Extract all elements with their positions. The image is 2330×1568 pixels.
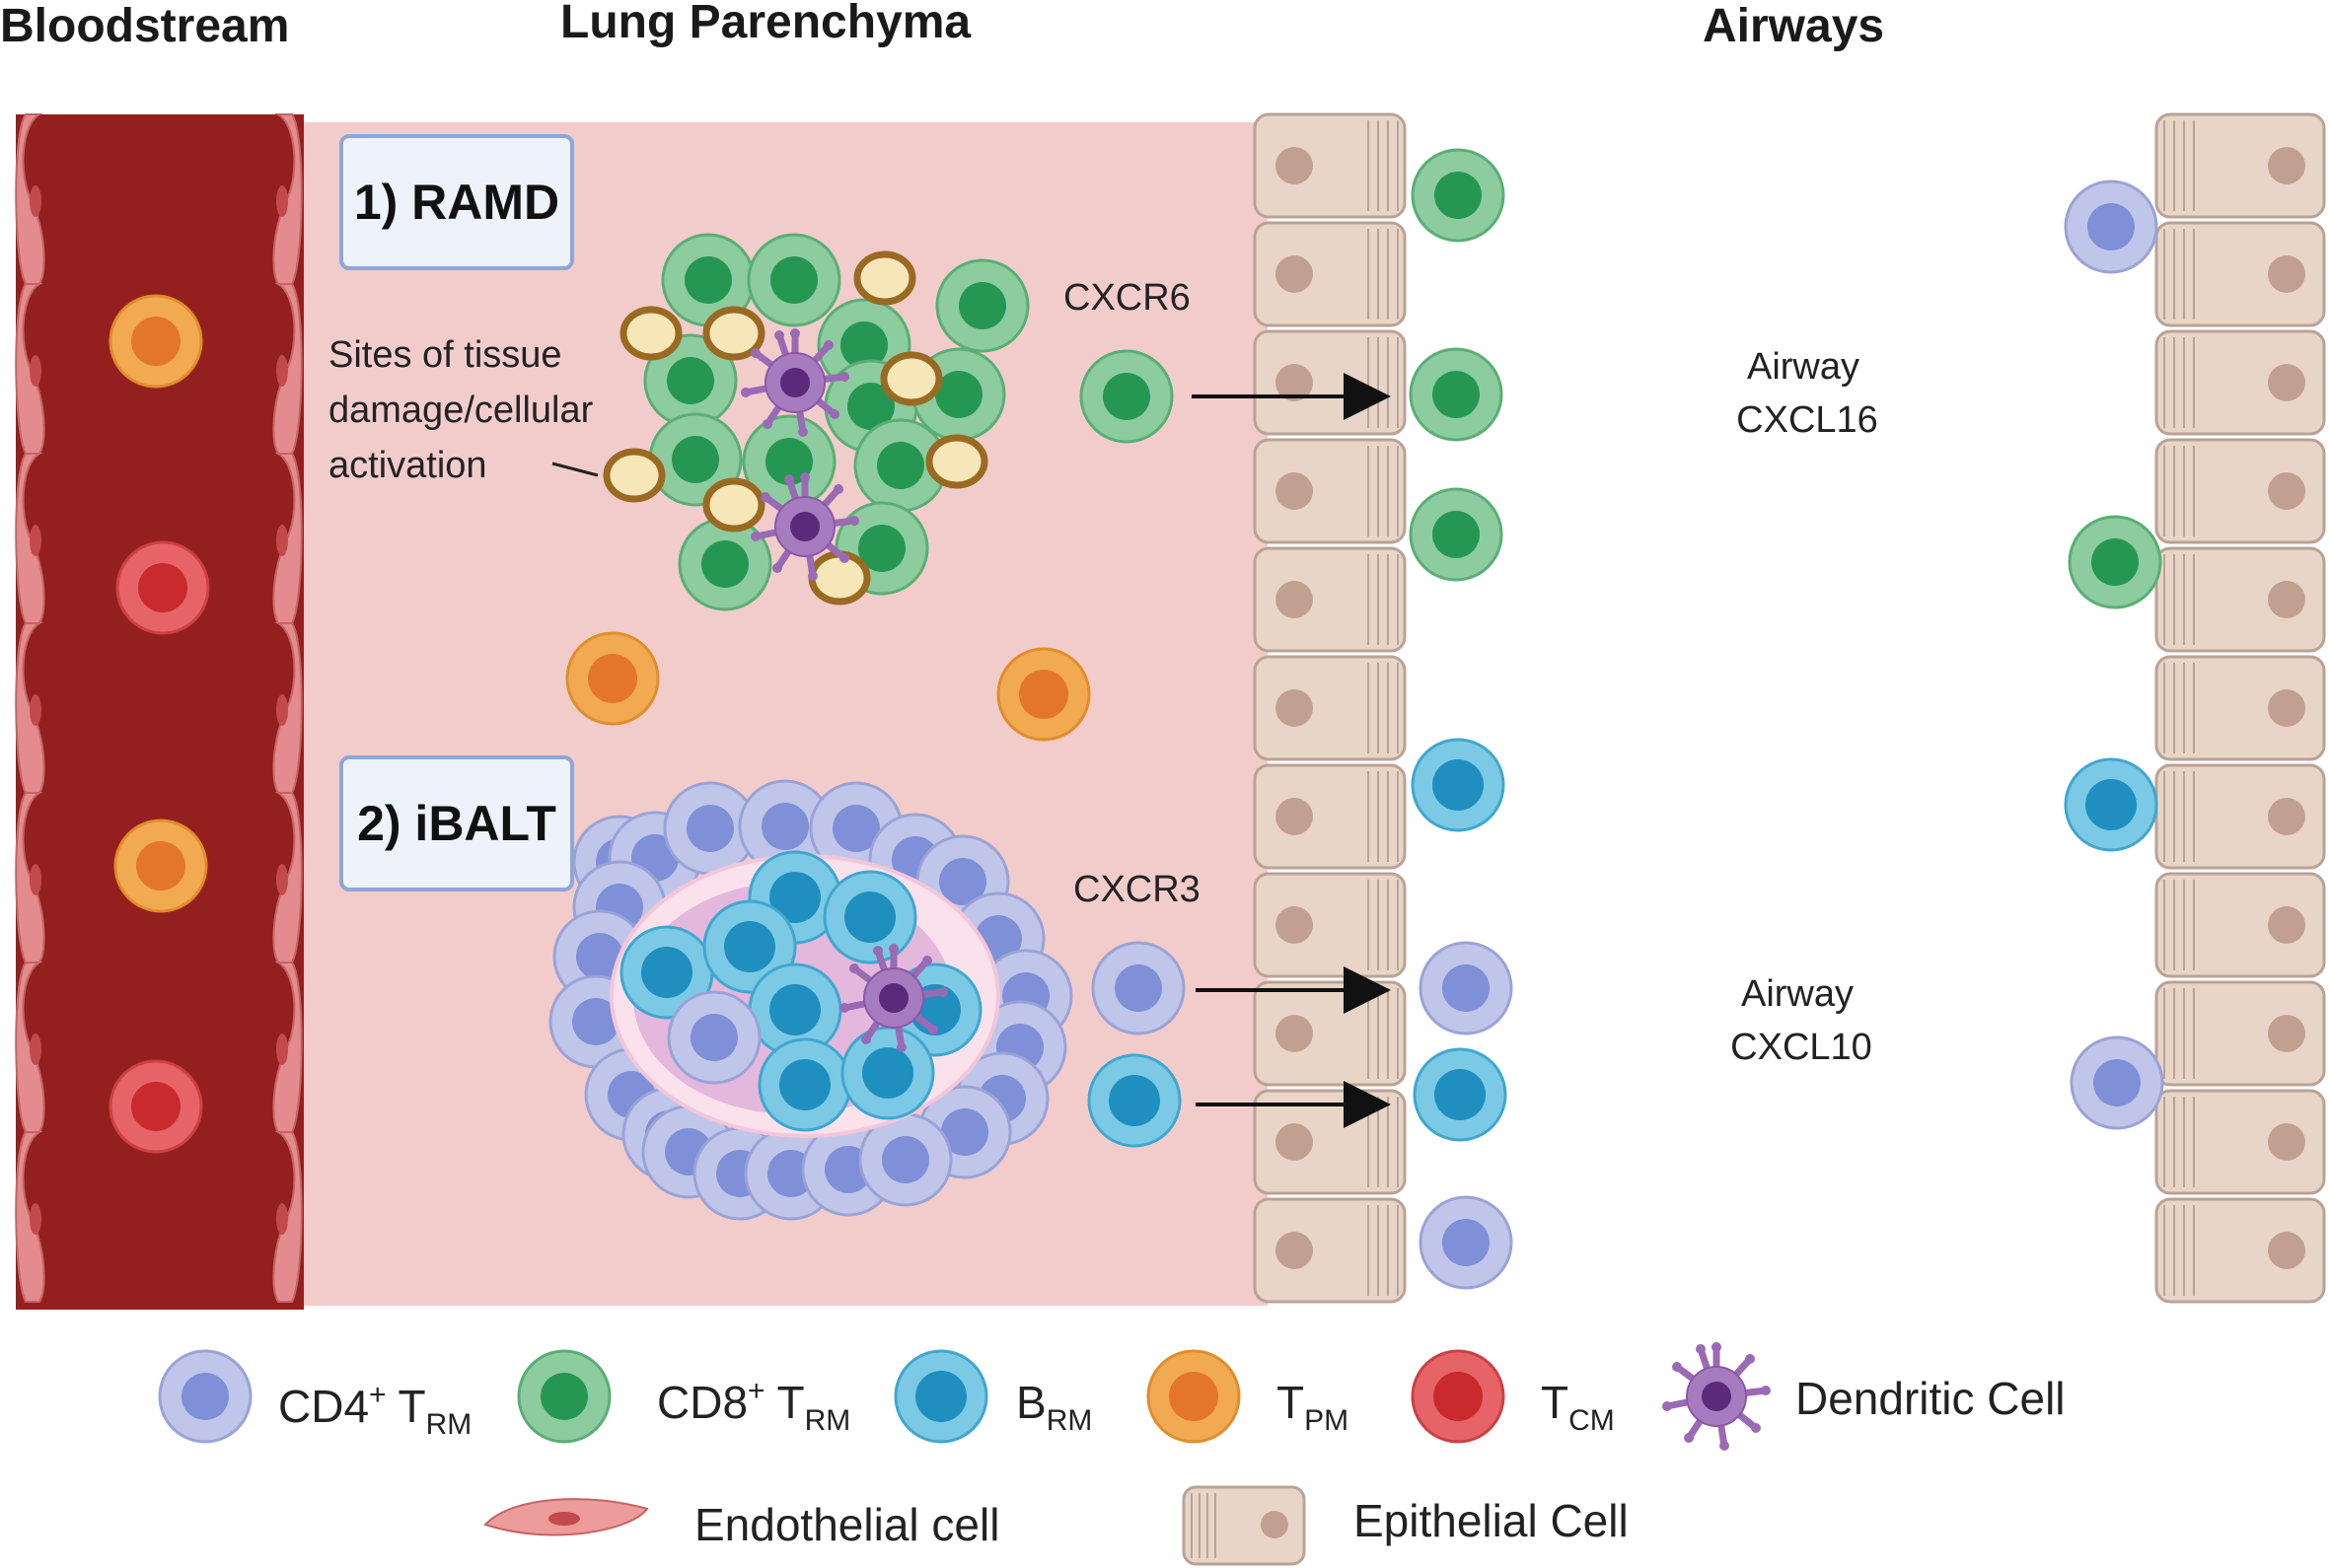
sites-label-line1: Sites of tissue — [328, 334, 562, 376]
cxcr3-label: CXCR3 — [1073, 869, 1201, 910]
ibalt-label-box: 2) iBALT — [339, 755, 574, 891]
epithelial-wall-parenchyma — [1253, 112, 1407, 1304]
legend-endothelial-label: Endothelial cell — [694, 1499, 999, 1550]
legend-tpm-icon — [1146, 1349, 1241, 1444]
cd8-cell-airway — [2068, 515, 2162, 609]
legend-epithelial-label: Epithelial Cell — [1353, 1495, 1629, 1546]
legend-dendritic-icon — [1662, 1342, 1771, 1451]
header-airways: Airways — [1703, 0, 1884, 52]
airway-cxcl16-line2: CXCL16 — [1736, 399, 1878, 441]
cd4-cell-airway — [2070, 1035, 2164, 1130]
cd8-cell-migrating — [1079, 349, 1174, 444]
sites-pointer-line — [551, 462, 599, 477]
cd4-cell-migrating — [1091, 941, 1186, 1035]
cd8-cell-airway — [1409, 347, 1503, 442]
legend-cd8-icon — [517, 1349, 612, 1444]
legend-cd8-label: CD8+ TRM — [657, 1375, 850, 1437]
blood-vessel — [15, 113, 304, 1310]
cd8-cell-airway — [1409, 487, 1503, 582]
airway-cxcl10-line1: Airway — [1741, 973, 1854, 1015]
legend-cd4-icon — [158, 1349, 253, 1444]
legend-tpm-label: TPM — [1276, 1377, 1348, 1437]
brm-cell-airway — [1411, 738, 1505, 832]
tpm-cell-blood — [113, 819, 208, 913]
legend-tcm-icon — [1411, 1349, 1505, 1444]
cd8-cell-airway — [1411, 148, 1505, 243]
legend-epithelial-icon — [1182, 1485, 1306, 1566]
ramd-label-box: 1) RAMD — [339, 134, 574, 270]
legend-dendritic-label: Dendritic Cell — [1795, 1373, 2066, 1424]
cd4-cell-airway — [2064, 179, 2158, 274]
legend-tcm-label: TCM — [1541, 1377, 1615, 1437]
cd4-cell-airway — [1419, 941, 1513, 1035]
brm-cell-airway — [2064, 757, 2158, 852]
tpm-cell-parenchyma — [996, 647, 1091, 742]
legend-brm-icon — [894, 1349, 988, 1444]
cd4-cell-airway — [1419, 1195, 1513, 1290]
ibalt-label: 2) iBALT — [357, 796, 556, 851]
brm-cell-migrating — [1087, 1053, 1182, 1148]
tpm-cell-parenchyma — [565, 631, 660, 726]
sites-label-line3: activation — [328, 445, 487, 486]
airway-cxcl10-line2: CXCL10 — [1730, 1027, 1872, 1068]
legend: CD4+ TRM CD8+ TRM BRM TPM TCM Dendritic … — [158, 1342, 2066, 1566]
epithelial-wall-airway — [2154, 112, 2326, 1304]
airway-cxcl16-line1: Airway — [1747, 346, 1859, 388]
legend-endothelial-icon — [483, 1498, 649, 1536]
legend-cd4-label: CD4+ TRM — [278, 1379, 472, 1441]
cxcr6-label: CXCR6 — [1063, 277, 1191, 319]
ramd-label: 1) RAMD — [354, 175, 559, 230]
tcm-cell-blood — [115, 540, 210, 635]
legend-brm-label: BRM — [1016, 1377, 1092, 1437]
header-lung-parenchyma: Lung Parenchyma — [560, 0, 971, 48]
tcm-cell-blood — [109, 1059, 203, 1154]
header-bloodstream: Bloodstream — [0, 0, 289, 52]
tpm-cell-blood — [109, 294, 203, 389]
brm-cell-airway — [1413, 1047, 1507, 1142]
ibalt-cluster — [548, 779, 1073, 1221]
sites-label-line2: damage/cellular — [328, 390, 594, 431]
